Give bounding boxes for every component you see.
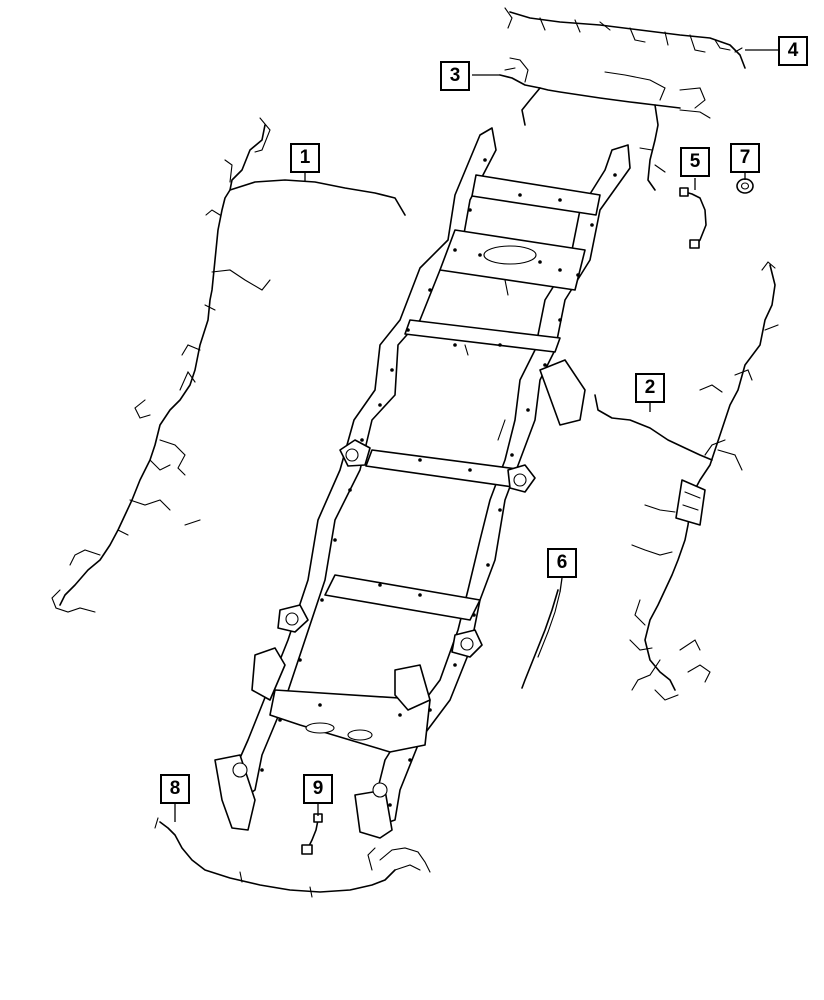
frame-rivet bbox=[278, 718, 282, 722]
frame-rivet bbox=[453, 663, 457, 667]
frame-rivet bbox=[558, 268, 562, 272]
callout-7: 7 bbox=[730, 143, 760, 173]
frame-rivet bbox=[518, 193, 522, 197]
frame-rivet bbox=[468, 208, 472, 212]
callout-8: 8 bbox=[160, 774, 190, 804]
callout-5: 5 bbox=[680, 147, 710, 177]
frame-rivet bbox=[390, 368, 394, 372]
frame-rivet bbox=[538, 260, 542, 264]
wiring-harness-8 bbox=[154, 817, 431, 898]
frame-rivet bbox=[428, 708, 432, 712]
frame-rivet bbox=[576, 273, 580, 277]
callout-3: 3 bbox=[440, 61, 470, 91]
part-7-grommet bbox=[736, 178, 754, 194]
wiring-harness-4 bbox=[504, 7, 746, 69]
callout-6: 6 bbox=[547, 548, 577, 578]
frame-rivet bbox=[298, 658, 302, 662]
frame-rivet bbox=[486, 563, 490, 567]
frame-rivet bbox=[418, 458, 422, 462]
chassis-frame bbox=[214, 127, 631, 839]
callout-4: 4 bbox=[778, 36, 808, 66]
frame-rivets bbox=[260, 158, 617, 807]
frame-rivet bbox=[388, 803, 392, 807]
frame-rivet bbox=[478, 253, 482, 257]
frame-rivet bbox=[453, 248, 457, 252]
frame-rivet bbox=[360, 438, 364, 442]
frame-rivet bbox=[526, 408, 530, 412]
wiring-harness-1 bbox=[51, 117, 406, 613]
frame-rivet bbox=[378, 583, 382, 587]
wiring-harness-2 bbox=[594, 261, 779, 701]
frame-rivet bbox=[472, 613, 476, 617]
frame-rivet bbox=[558, 318, 562, 322]
frame-rivet bbox=[483, 158, 487, 162]
frame-rivet bbox=[260, 768, 264, 772]
frame-rivet bbox=[318, 703, 322, 707]
frame-rivet bbox=[320, 598, 324, 602]
frame-rivet bbox=[333, 538, 337, 542]
frame-rivet bbox=[498, 343, 502, 347]
frame-rivet bbox=[348, 488, 352, 492]
callout-leaders bbox=[174, 49, 778, 822]
frame-rivet bbox=[468, 468, 472, 472]
callout-2: 2 bbox=[635, 373, 665, 403]
frame-rivet bbox=[398, 713, 402, 717]
frame-rivet bbox=[510, 453, 514, 457]
part-9-connector bbox=[301, 813, 323, 855]
frame-rivet bbox=[406, 328, 410, 332]
wiring-harness-3 bbox=[499, 57, 711, 191]
callout-9: 9 bbox=[303, 774, 333, 804]
frame-rivet bbox=[428, 288, 432, 292]
frame-rivet bbox=[543, 363, 547, 367]
frame-rivet bbox=[613, 173, 617, 177]
frame-rivet bbox=[498, 508, 502, 512]
frame-rivet bbox=[378, 403, 382, 407]
callout-1: 1 bbox=[290, 143, 320, 173]
frame-rivet bbox=[558, 198, 562, 202]
part-6-strap bbox=[521, 589, 561, 689]
frame-rivet bbox=[408, 758, 412, 762]
frame-rivet bbox=[453, 343, 457, 347]
frame-rivet bbox=[418, 593, 422, 597]
frame-rivet bbox=[590, 223, 594, 227]
part-5-sensor-cable bbox=[679, 187, 707, 249]
